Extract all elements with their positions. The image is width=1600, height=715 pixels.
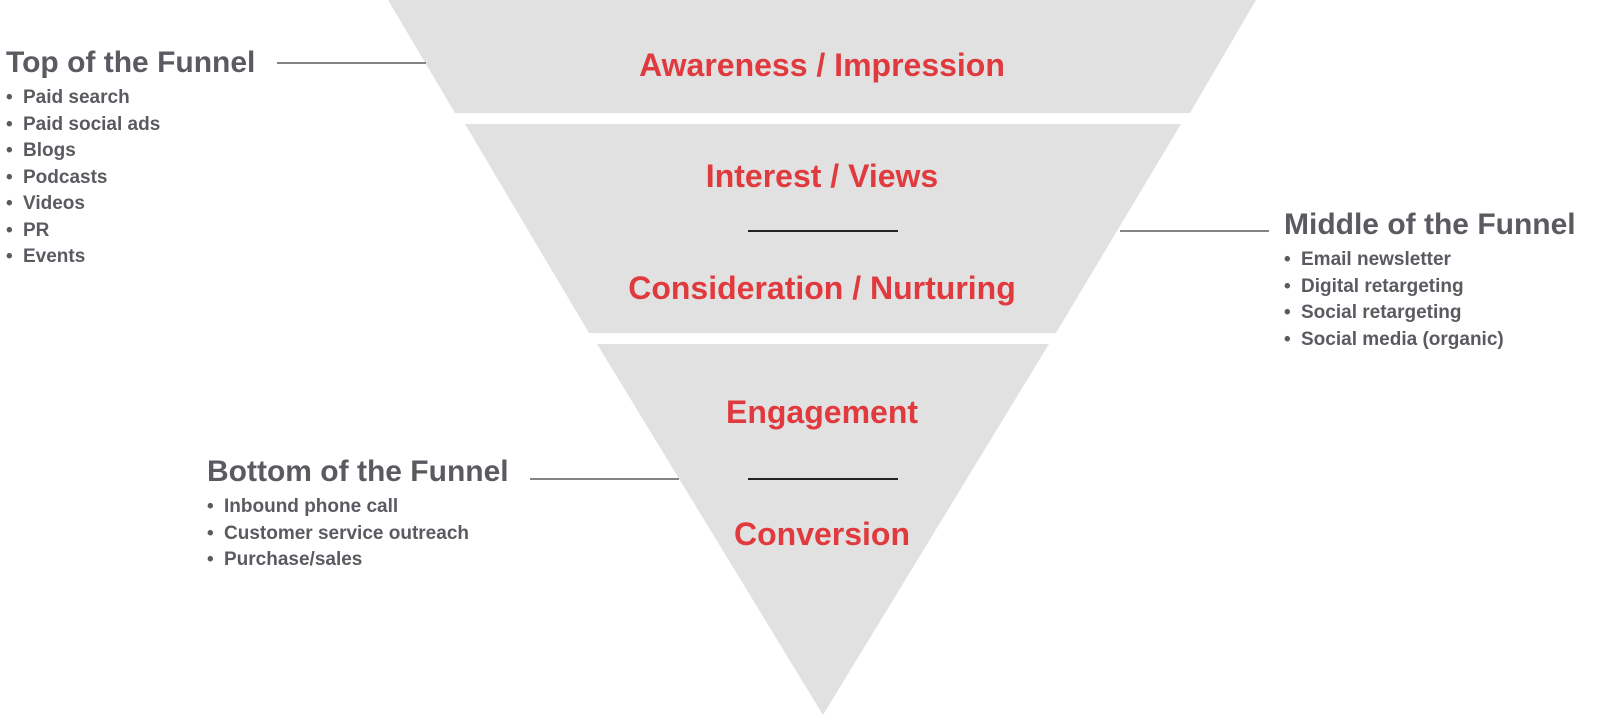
bullet-icon: • [1284, 249, 1291, 270]
bottom-of-funnel-title: Bottom of the Funnel [207, 455, 509, 488]
list-item-label: Paid search [23, 87, 130, 108]
bullet-icon: • [1284, 328, 1291, 350]
bottom-of-funnel-list: • Inbound phone call • Customer service ou… [207, 494, 509, 574]
list-item-label: Digital retargeting [1301, 275, 1464, 297]
bullet-icon: • [6, 246, 13, 267]
funnel-segment-middle [465, 124, 1181, 333]
middle-of-funnel-group: Middle of the Funnel • Email newsletter •… [1284, 208, 1576, 353]
list-item-label: Purchase/sales [224, 549, 363, 570]
middle-of-funnel-list: • Email newsletter • Digital retargeting •… [1284, 247, 1576, 353]
stage-engagement: Engagement [726, 394, 918, 430]
list-item-label: Customer service outreach [224, 522, 469, 544]
funnel-segment-bottom [597, 344, 1049, 715]
bullet-icon: • [1284, 302, 1291, 323]
list-item-label: Email newsletter [1301, 249, 1451, 270]
stage-consideration: Consideration / Nurturing [628, 270, 1016, 306]
top-of-funnel-list: • Paid search • Paid social ads • Blogs • Po… [6, 85, 255, 271]
bullet-icon: • [1284, 275, 1291, 297]
list-item-label: Blogs [23, 140, 76, 161]
funnel-segment-top [388, 0, 1256, 113]
list-item: • Social media (organic) [1284, 327, 1576, 354]
bullet-icon: • [207, 549, 214, 570]
list-item: • Podcasts [6, 165, 255, 192]
bullet-icon: • [6, 113, 13, 135]
list-item-label: Events [23, 246, 86, 267]
top-of-funnel-title: Top of the Funnel [6, 46, 256, 79]
list-item-label: Paid social ads [23, 113, 161, 135]
stage-conversion: Conversion [734, 516, 910, 552]
list-item: • Purchase/sales [207, 547, 509, 574]
bullet-icon: • [207, 522, 214, 544]
list-item: • Customer service outreach [207, 521, 509, 548]
list-item: • PR [6, 218, 255, 245]
list-item-label: Videos [23, 193, 85, 214]
list-item: • Social retargeting [1284, 300, 1576, 327]
list-item-label: Social retargeting [1301, 302, 1462, 323]
list-item: • Email newsletter [1284, 247, 1576, 274]
middle-of-funnel-title: Middle of the Funnel [1284, 208, 1576, 241]
list-item-label: Inbound phone call [224, 496, 399, 517]
bullet-icon: • [207, 496, 214, 517]
list-item: • Videos [6, 191, 255, 218]
list-item-label: Podcasts [23, 166, 108, 188]
bullet-icon: • [6, 219, 13, 241]
bullet-icon: • [6, 193, 13, 214]
top-of-funnel-group: Top of the Funnel • Paid search • Paid soc… [6, 46, 255, 271]
list-item: • Inbound phone call [207, 494, 509, 521]
stage-awareness: Awareness / Impression [639, 47, 1005, 83]
bullet-icon: • [6, 166, 13, 188]
stage-interest: Interest / Views [706, 158, 938, 194]
list-item-label: PR [23, 219, 50, 241]
list-item: • Digital retargeting [1284, 274, 1576, 301]
list-item: • Blogs [6, 138, 255, 165]
list-item: • Events [6, 244, 255, 271]
bullet-icon: • [6, 140, 13, 161]
list-item: • Paid social ads [6, 112, 255, 139]
list-item-label: Social media (organic) [1301, 328, 1504, 350]
bullet-icon: • [6, 87, 13, 108]
list-item: • Paid search [6, 85, 255, 112]
bottom-of-funnel-group: Bottom of the Funnel • Inbound phone call… [207, 455, 509, 574]
